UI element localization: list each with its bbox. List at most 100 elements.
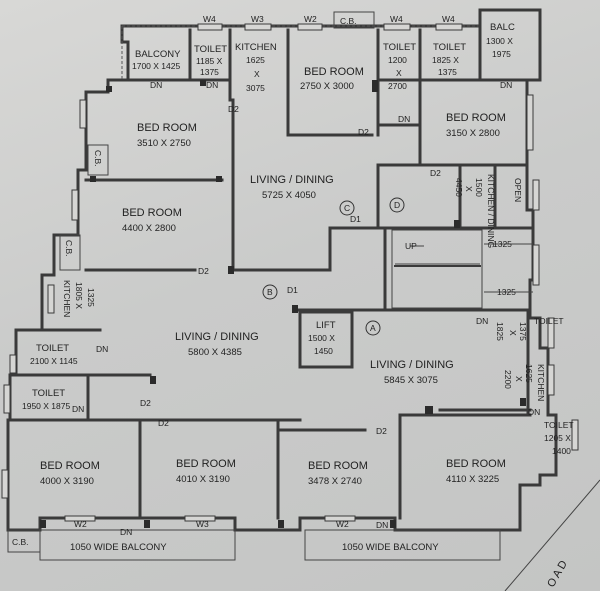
svg-text:D1: D1 (350, 214, 361, 224)
svg-text:D2: D2 (140, 398, 151, 408)
stair-dim: 1325 (497, 287, 516, 297)
room-size: 1375 (518, 322, 528, 341)
room-name: BALCONY (135, 49, 181, 60)
room-size: 1625 (246, 55, 265, 65)
cb-box (333, 11, 375, 29)
room-size: 1375 (200, 67, 219, 77)
svg-text:W3: W3 (251, 14, 264, 24)
room-size: 2200 (503, 370, 513, 389)
room-size: 1205 X (544, 433, 571, 443)
svg-text:DN: DN (476, 316, 488, 326)
room-name: KITCHEN (235, 42, 277, 53)
room-name: LIVING / DINING (370, 359, 454, 371)
room-name: KITCHEN (62, 280, 72, 317)
svg-text:DN: DN (72, 404, 84, 414)
room-name: TOILET (36, 343, 69, 354)
svg-text:DN: DN (120, 527, 132, 537)
room-size: 4400 X 2800 (122, 223, 176, 234)
room-size: 1700 X 1425 (132, 61, 180, 71)
room-name: BED ROOM (304, 66, 364, 78)
room-size: 2700 (388, 81, 407, 91)
balcony-right-outline (304, 529, 501, 561)
svg-text:W2: W2 (74, 519, 87, 529)
staircase (391, 229, 483, 309)
room-name: LIVING / DINING (175, 331, 259, 343)
room-size: 1500 (474, 178, 484, 197)
flat-marker-d: D (394, 200, 400, 210)
room-size: X (464, 186, 474, 192)
marker-b-circle (262, 284, 278, 300)
balcony-label: 1050 WIDE BALCONY (70, 542, 167, 553)
svg-text:W4: W4 (390, 14, 403, 24)
room-name: BED ROOM (308, 460, 368, 472)
windows (1, 23, 579, 522)
room-size: 2100 X 1145 (30, 356, 78, 366)
room-size: 1825 (495, 322, 505, 341)
cb-box (87, 144, 109, 176)
room-size: 1200 (388, 55, 407, 65)
room-size: 1300 X (486, 36, 513, 46)
svg-text:DN: DN (376, 520, 388, 530)
room-size: X (508, 330, 518, 336)
room-name: TOILET (534, 316, 564, 326)
room-name: BED ROOM (446, 458, 506, 470)
cb-box (7, 529, 41, 553)
lift-shaft (298, 310, 354, 369)
cb-label: C.B. (340, 16, 357, 26)
room-name: TOILET (383, 42, 416, 53)
room-name: KITCHEN / DINING (486, 174, 496, 248)
svg-text:W4: W4 (203, 14, 216, 24)
open-label: OPEN (513, 178, 523, 202)
svg-text:D2: D2 (376, 426, 387, 436)
room-name: BALC (490, 22, 515, 33)
room-size: 5800 X 4385 (188, 347, 242, 358)
room-size: 1375 (438, 67, 457, 77)
room-size: 3478 X 2740 (308, 476, 362, 487)
svg-text:W2: W2 (336, 519, 349, 529)
svg-text:DN: DN (500, 80, 512, 90)
svg-text:DN: DN (398, 114, 410, 124)
room-name: BED ROOM (176, 458, 236, 470)
stair-up-label: UP (405, 241, 417, 251)
room-size: 1975 (492, 49, 511, 59)
room-size: 1825 X (432, 55, 459, 65)
columns (40, 80, 526, 528)
road-label: O A D (545, 559, 570, 590)
top-balcony-line (121, 25, 480, 80)
room-name: BED ROOM (40, 460, 100, 472)
svg-text:DN: DN (528, 407, 540, 417)
room-name: LIVING / DINING (250, 174, 334, 186)
stair-dim: 1325 (493, 239, 512, 249)
room-size: X (514, 376, 524, 382)
road-edge (504, 479, 600, 591)
cb-box (59, 234, 81, 271)
svg-text:D2: D2 (228, 104, 239, 114)
room-name: LIFT (316, 320, 336, 331)
room-name: TOILET (433, 42, 466, 53)
svg-text:W2: W2 (304, 14, 317, 24)
svg-text:D2: D2 (158, 418, 169, 428)
svg-text:DN: DN (206, 80, 218, 90)
svg-text:W3: W3 (196, 519, 209, 529)
marker-d-circle (389, 197, 405, 213)
marker-c-circle (339, 200, 355, 216)
svg-text:DN: DN (96, 344, 108, 354)
svg-text:D2: D2 (358, 127, 369, 137)
room-size: 4010 X 3190 (176, 474, 230, 485)
room-size: 1450 (314, 346, 333, 356)
room-size: 1325 (86, 288, 96, 307)
flat-marker-c: C (344, 203, 350, 213)
room-size: 5725 X 4050 (262, 190, 316, 201)
room-size: 2750 X 3000 (300, 81, 354, 92)
stair-dimensions (410, 243, 533, 293)
balcony-label: 1050 WIDE BALCONY (342, 542, 439, 553)
room-name: TOILET (194, 44, 227, 55)
room-size: 4450 (454, 178, 464, 197)
room-size: 1625 (524, 364, 534, 383)
room-size: 3075 (246, 83, 265, 93)
room-size: 1500 X (308, 333, 335, 343)
room-size: 1805 X (74, 282, 84, 309)
cb-label: C.B. (93, 150, 103, 167)
